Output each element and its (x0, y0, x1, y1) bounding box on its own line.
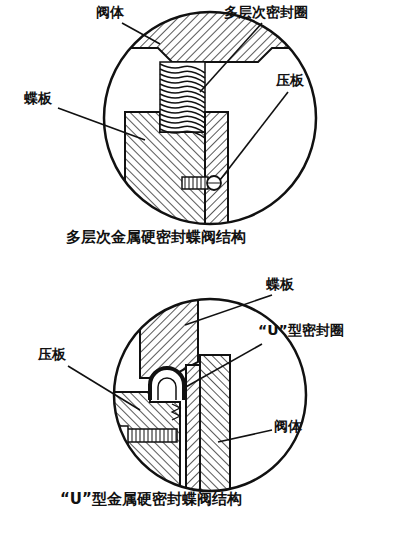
part-label: 阀体 (274, 418, 302, 435)
leader-lines (58, 23, 288, 442)
part-label: 蝶板 (24, 90, 52, 107)
figure-caption: “U”型金属硬密封蝶阀结构 (60, 490, 242, 508)
multilayer-seal-detail (95, 0, 325, 240)
part-label: 多层次密封圈 (224, 4, 308, 21)
figure-caption: 多层次金属硬密封蝶阀结构 (66, 228, 246, 246)
part-label: 压板 (276, 72, 304, 89)
part-label: 蝶板 (266, 276, 294, 293)
part-label: “U”型密封圈 (258, 322, 344, 339)
u-seal-detail (105, 290, 230, 505)
part-label: 压板 (38, 346, 66, 363)
part-label: 阀体 (96, 4, 124, 21)
